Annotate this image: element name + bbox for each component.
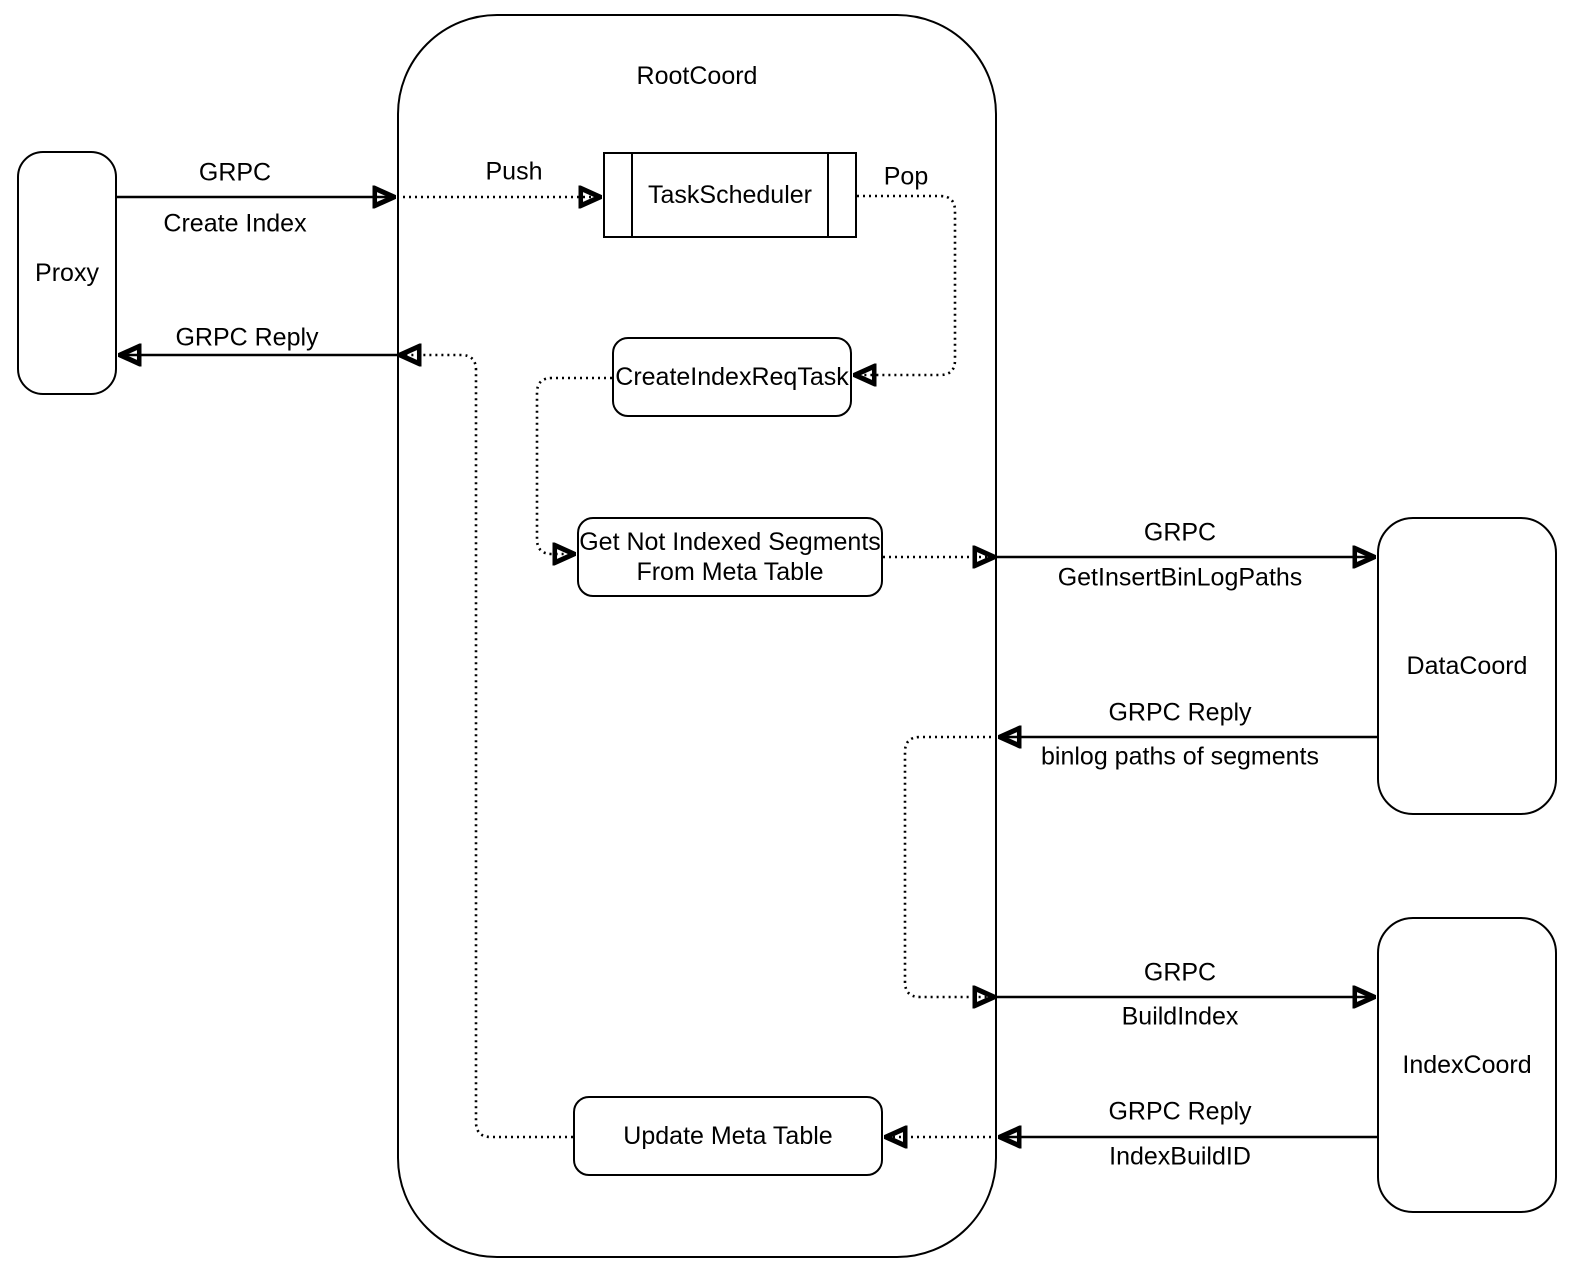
edge-label-grpc-reply-index-build-id-2: IndexBuildID bbox=[1109, 1142, 1251, 1171]
connector-create-task-to-get-segments-line bbox=[535, 376, 612, 554]
edge-label-pop: Pop bbox=[883, 162, 929, 191]
node-data-coord-label: DataCoord bbox=[1406, 652, 1528, 680]
node-proxy: Proxy bbox=[17, 151, 117, 395]
node-create-index-req-task: CreateIndexReqTask bbox=[612, 337, 852, 417]
rootcoord-container-label: RootCoord bbox=[636, 62, 758, 90]
connector-pop-line bbox=[855, 194, 957, 375]
node-task-scheduler: TaskScheduler bbox=[603, 152, 857, 238]
node-proxy-label: Proxy bbox=[35, 259, 99, 287]
edge-label-grpc-create-index-1: GRPC bbox=[198, 158, 272, 187]
node-get-not-indexed-segments-label-line1: Get Not Indexed Segments bbox=[579, 528, 881, 556]
node-task-scheduler-label: TaskScheduler bbox=[648, 181, 812, 209]
edge-label-grpc-reply-binlog-paths-2: binlog paths of segments bbox=[1041, 742, 1319, 771]
connector-binlog-reply-to-build-index-line bbox=[903, 735, 997, 997]
edge-label-grpc-create-index-2: Create Index bbox=[163, 209, 307, 238]
edge-label-grpc-reply-to-proxy: GRPC Reply bbox=[175, 323, 319, 352]
task-scheduler-right-bar bbox=[827, 154, 829, 236]
edge-label-grpc-get-insert-bin-log-paths-1: GRPC bbox=[1143, 518, 1217, 547]
node-data-coord: DataCoord bbox=[1377, 517, 1557, 815]
node-update-meta-table-label: Update Meta Table bbox=[623, 1122, 833, 1150]
edge-label-push: Push bbox=[485, 157, 543, 186]
edge-label-grpc-reply-index-build-id-1: GRPC Reply bbox=[1108, 1097, 1252, 1126]
connector-update-meta-to-grpc-reply-line bbox=[400, 355, 573, 1139]
task-scheduler-left-bar bbox=[631, 154, 633, 236]
node-create-index-req-task-label: CreateIndexReqTask bbox=[615, 363, 849, 391]
edge-label-grpc-build-index-2: BuildIndex bbox=[1121, 1002, 1239, 1031]
node-index-coord-label: IndexCoord bbox=[1402, 1051, 1532, 1079]
edge-label-grpc-reply-binlog-paths-1: GRPC Reply bbox=[1108, 698, 1252, 727]
node-get-not-indexed-segments-label-line2: From Meta Table bbox=[636, 558, 824, 586]
edge-label-grpc-build-index-1: GRPC bbox=[1143, 958, 1217, 987]
node-get-not-indexed-segments: Get Not Indexed Segments From Meta Table bbox=[577, 517, 883, 597]
node-update-meta-table: Update Meta Table bbox=[573, 1096, 883, 1176]
edge-label-grpc-get-insert-bin-log-paths-2: GetInsertBinLogPaths bbox=[1057, 563, 1303, 592]
node-index-coord: IndexCoord bbox=[1377, 917, 1557, 1213]
